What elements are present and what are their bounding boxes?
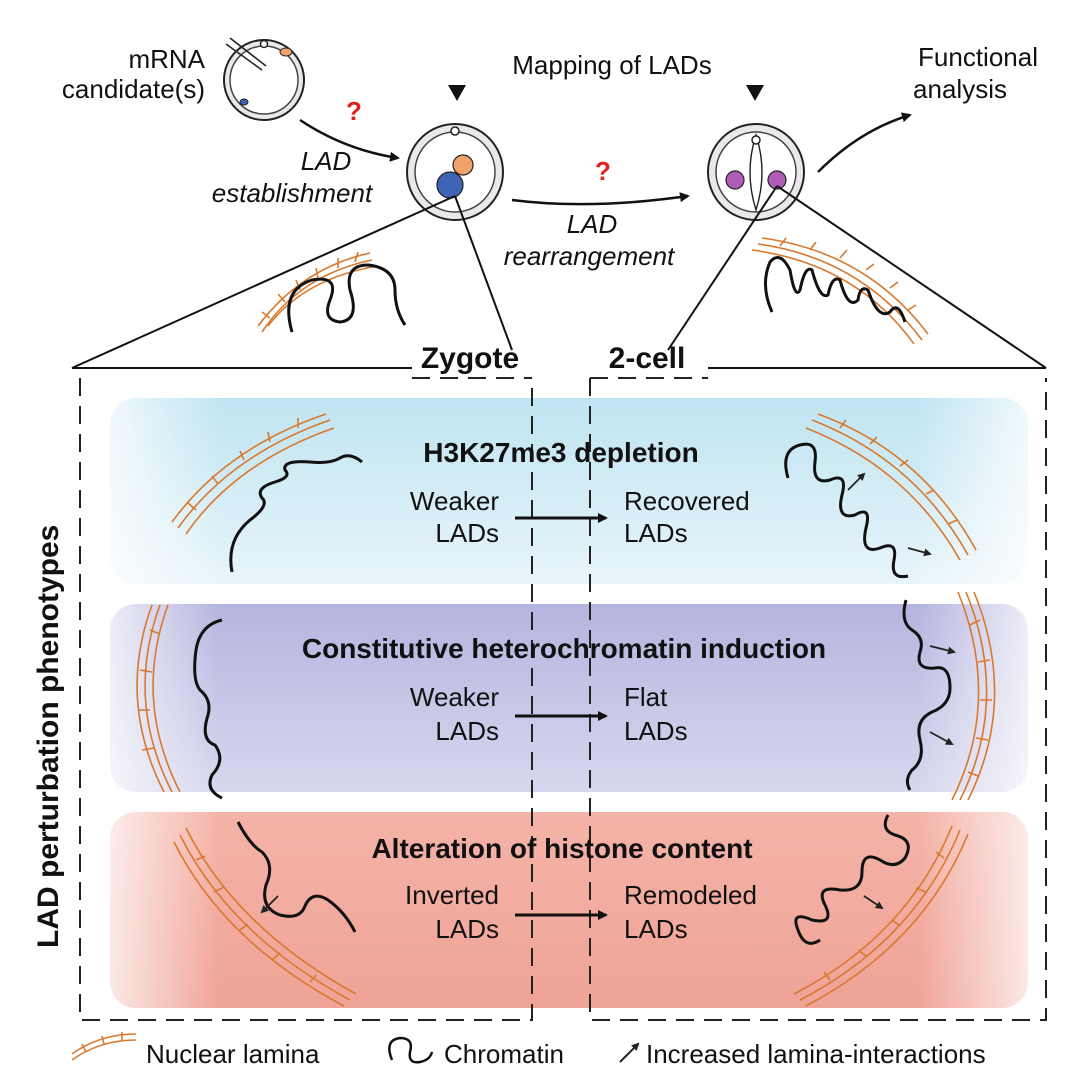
legend-chromatin-label: Chromatin [444, 1039, 564, 1069]
dashed-boxes [79, 377, 1047, 1021]
lad-establishment-2: establishment [212, 178, 374, 208]
mapping-label: Mapping of LADs [512, 50, 711, 80]
legend-lamina-icon [71, 1032, 137, 1061]
zygote-zoom-chromatin [287, 263, 407, 333]
panel2-left-2: LADs [435, 716, 499, 746]
mapping-marker-zygote [448, 85, 466, 101]
legend-interactions-label: Increased lamina-interactions [646, 1039, 986, 1069]
left-lamina [136, 413, 357, 1007]
question-mark-2: ? [595, 156, 611, 186]
panel1-right-1: Recovered [624, 486, 750, 516]
question-mark-1: ? [346, 96, 362, 126]
arrow-functional [817, 112, 912, 173]
two-cell-label: 2-cell [609, 342, 686, 375]
two-cell-zoom-lamina [751, 237, 929, 345]
two-cell-zoom-lines [667, 185, 1047, 369]
lad-rearrangement-1: LAD [567, 209, 618, 239]
panel3-right-2: LADs [624, 914, 688, 944]
lad-rearrangement-2: rearrangement [504, 241, 676, 271]
legend-lamina-label: Nuclear lamina [146, 1039, 320, 1069]
lad-establishment-1: LAD [301, 146, 352, 176]
panel1-title: H3K27me3 depletion [423, 437, 698, 468]
functional-label-2: analysis [913, 74, 1007, 104]
right-lamina [793, 413, 996, 1007]
two-cell-embryo [707, 123, 805, 221]
panel1-left-2: LADs [435, 518, 499, 548]
panel2-left-1: Weaker [410, 682, 499, 712]
injected-oocyte [223, 37, 305, 121]
left-chromatin [193, 454, 363, 933]
arrow-establishment [299, 118, 400, 162]
side-label: LAD perturbation phenotypes [32, 525, 65, 948]
panel3-title: Alteration of histone content [371, 833, 752, 864]
mrna-label-1: mRNA [128, 44, 205, 74]
functional-label-1: Functional [918, 42, 1038, 72]
zygote-zoom-lines [71, 195, 513, 369]
legend-arrow-icon [619, 1042, 640, 1063]
panel1-left-1: Weaker [410, 486, 499, 516]
legend-chromatin-icon [388, 1036, 434, 1064]
interaction-arrows [260, 472, 956, 914]
zygote-label: Zygote [421, 342, 519, 375]
panel2-right-1: Flat [624, 682, 668, 712]
panel2-right-2: LADs [624, 716, 688, 746]
panel2-title: Constitutive heterochromatin induction [302, 633, 826, 664]
right-chromatin [784, 442, 952, 945]
two-cell-zoom-chromatin [764, 256, 907, 323]
mrna-label-2: candidate(s) [62, 74, 205, 104]
zygote-cell [406, 123, 504, 221]
mapping-marker-2cell [746, 85, 764, 101]
arrow-rearrangement [511, 192, 690, 206]
zygote-zoom-lamina [257, 251, 379, 333]
panel3-right-1: Remodeled [624, 880, 757, 910]
panel3-left-2: LADs [435, 914, 499, 944]
panel3-left-1: Inverted [405, 880, 499, 910]
panel1-right-2: LADs [624, 518, 688, 548]
